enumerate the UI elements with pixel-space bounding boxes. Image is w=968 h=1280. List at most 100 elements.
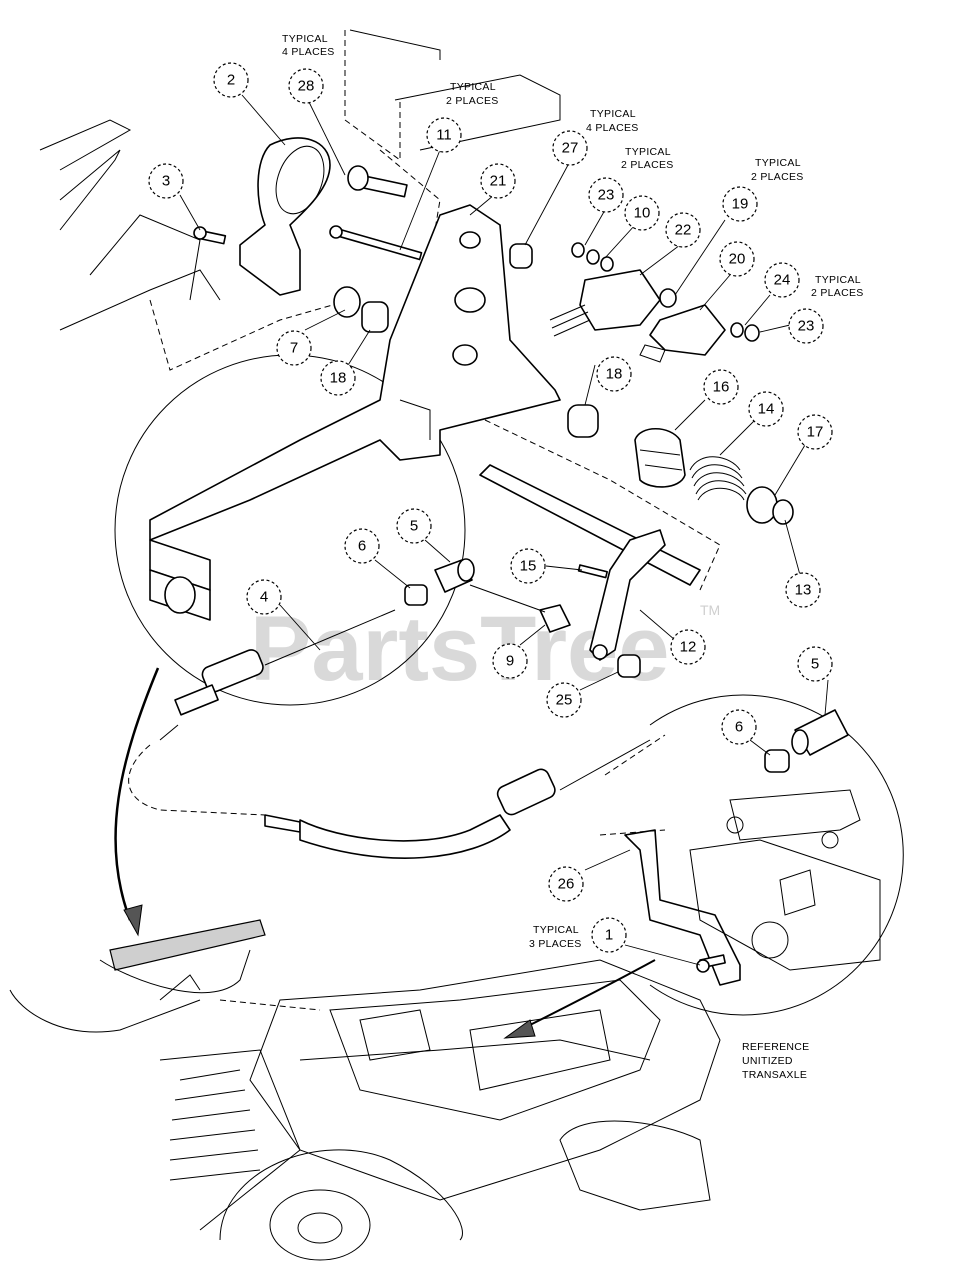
svg-text:6: 6 xyxy=(735,719,743,736)
note-typical-4-places-switch: TYPICAL 4 PLACES xyxy=(586,108,639,134)
svg-text:26: 26 xyxy=(558,876,575,893)
svg-text:REFERENCE: REFERENCE xyxy=(742,1041,809,1053)
callout-17: 17 xyxy=(797,414,833,450)
screw-3 xyxy=(193,226,227,245)
svg-text:TYPICAL: TYPICAL xyxy=(755,157,801,169)
bushing-25 xyxy=(617,654,641,678)
micro-switch-20 xyxy=(639,304,726,363)
svg-text:TYPICAL: TYPICAL xyxy=(625,146,671,158)
svg-text:TYPICAL: TYPICAL xyxy=(282,33,328,45)
svg-text:11: 11 xyxy=(436,127,452,144)
svg-text:4 PLACES: 4 PLACES xyxy=(586,122,639,134)
detail-circle-right xyxy=(649,694,904,1016)
callout-27: 27 xyxy=(552,130,588,166)
callout-18-right: 18 xyxy=(596,356,632,392)
svg-text:22: 22 xyxy=(675,222,692,239)
callout-10: 10 xyxy=(624,195,660,231)
svg-text:2 PLACES: 2 PLACES xyxy=(446,95,499,107)
svg-text:24: 24 xyxy=(774,272,791,289)
small-washers xyxy=(571,242,760,342)
callout-28: 28 xyxy=(288,68,324,104)
note-typical-2-places-far-right: TYPICAL 2 PLACES xyxy=(811,274,864,299)
callout-12: 12 xyxy=(670,629,706,665)
callout-6-right: 6 xyxy=(721,709,757,745)
svg-text:3 PLACES: 3 PLACES xyxy=(529,938,582,950)
svg-text:TYPICAL: TYPICAL xyxy=(533,924,579,936)
svg-text:1: 1 xyxy=(605,927,613,944)
svg-text:14: 14 xyxy=(758,401,775,418)
note-typical-2-places-right: TYPICAL 2 PLACES xyxy=(751,157,804,183)
cart-overview xyxy=(9,919,721,1261)
callout-16: 16 xyxy=(703,369,739,405)
svg-text:9: 9 xyxy=(506,653,514,670)
svg-text:4 PLACES: 4 PLACES xyxy=(282,46,335,58)
svg-text:2 PLACES: 2 PLACES xyxy=(621,159,674,171)
lever-12 xyxy=(589,529,666,661)
svg-text:2: 2 xyxy=(227,72,235,89)
svg-text:2 PLACES: 2 PLACES xyxy=(811,287,864,299)
accelerator-cable xyxy=(128,609,666,859)
detail-arrow-right xyxy=(519,959,656,1031)
detail-arrow-right-head xyxy=(503,1019,536,1039)
callout-21: 21 xyxy=(480,163,516,199)
nut-6b xyxy=(764,749,790,773)
callout-5-right: 5 xyxy=(797,646,833,682)
svg-text:23: 23 xyxy=(598,187,615,204)
bolt-1 xyxy=(696,954,726,973)
callout-2: 2 xyxy=(213,62,249,98)
svg-text:TYPICAL: TYPICAL xyxy=(815,274,861,286)
callout-7: 7 xyxy=(276,330,312,366)
leader-lines xyxy=(179,94,829,966)
svg-text:13: 13 xyxy=(795,582,812,599)
bushing-18a xyxy=(361,301,389,333)
svg-text:4: 4 xyxy=(260,589,268,606)
svg-text:25: 25 xyxy=(556,692,573,709)
svg-text:17: 17 xyxy=(807,424,824,441)
note-typical-2-places-switch: TYPICAL 2 PLACES xyxy=(621,146,674,171)
washer-17 xyxy=(746,486,778,524)
svg-text:16: 16 xyxy=(713,379,730,396)
nut-6a xyxy=(404,584,428,606)
callout-13: 13 xyxy=(785,572,821,608)
callout-9: 9 xyxy=(492,643,528,679)
spring-14 xyxy=(689,456,747,501)
callout-14: 14 xyxy=(748,391,784,427)
callout-23-right: 23 xyxy=(788,308,824,344)
rod-end-9 xyxy=(469,584,571,633)
svg-text:15: 15 xyxy=(520,558,537,575)
svg-text:5: 5 xyxy=(410,518,418,535)
watermark-trademark: TM xyxy=(700,602,720,618)
pin-15 xyxy=(577,564,608,579)
bracket-26 xyxy=(599,829,741,986)
callout-18-left: 18 xyxy=(320,360,356,396)
callout-24: 24 xyxy=(764,262,800,298)
note-typical-2-places-top: TYPICAL 2 PLACES xyxy=(446,81,499,107)
svg-text:12: 12 xyxy=(680,639,697,656)
svg-text:2 PLACES: 2 PLACES xyxy=(751,171,804,183)
bushing-18b xyxy=(567,404,599,438)
svg-text:UNITIZED: UNITIZED xyxy=(742,1055,793,1067)
bolt-28 xyxy=(347,165,408,198)
callout-11: 11 xyxy=(426,117,462,153)
svg-text:18: 18 xyxy=(606,366,623,383)
detail-arrow-left-head xyxy=(123,904,143,937)
transaxle-detail xyxy=(689,789,881,971)
callout-23-left: 23 xyxy=(588,177,624,213)
svg-text:23: 23 xyxy=(798,318,815,335)
callout-25: 25 xyxy=(546,682,582,718)
callout-1: 1 xyxy=(591,917,627,953)
clip-13 xyxy=(772,499,794,525)
detail-arrow-left xyxy=(114,667,160,921)
callout-22: 22 xyxy=(665,212,701,248)
cam-16 xyxy=(634,427,686,488)
note-typical-4-places-top: TYPICAL 4 PLACES xyxy=(282,33,335,58)
callout-4: 4 xyxy=(246,579,282,615)
washer-7 xyxy=(333,286,361,318)
svg-text:TYPICAL: TYPICAL xyxy=(450,81,496,93)
callout-15: 15 xyxy=(510,548,546,584)
cap-5a xyxy=(434,558,475,593)
callout-3: 3 xyxy=(148,163,184,199)
callout-6-left: 6 xyxy=(344,528,380,564)
callout-19: 19 xyxy=(722,186,758,222)
